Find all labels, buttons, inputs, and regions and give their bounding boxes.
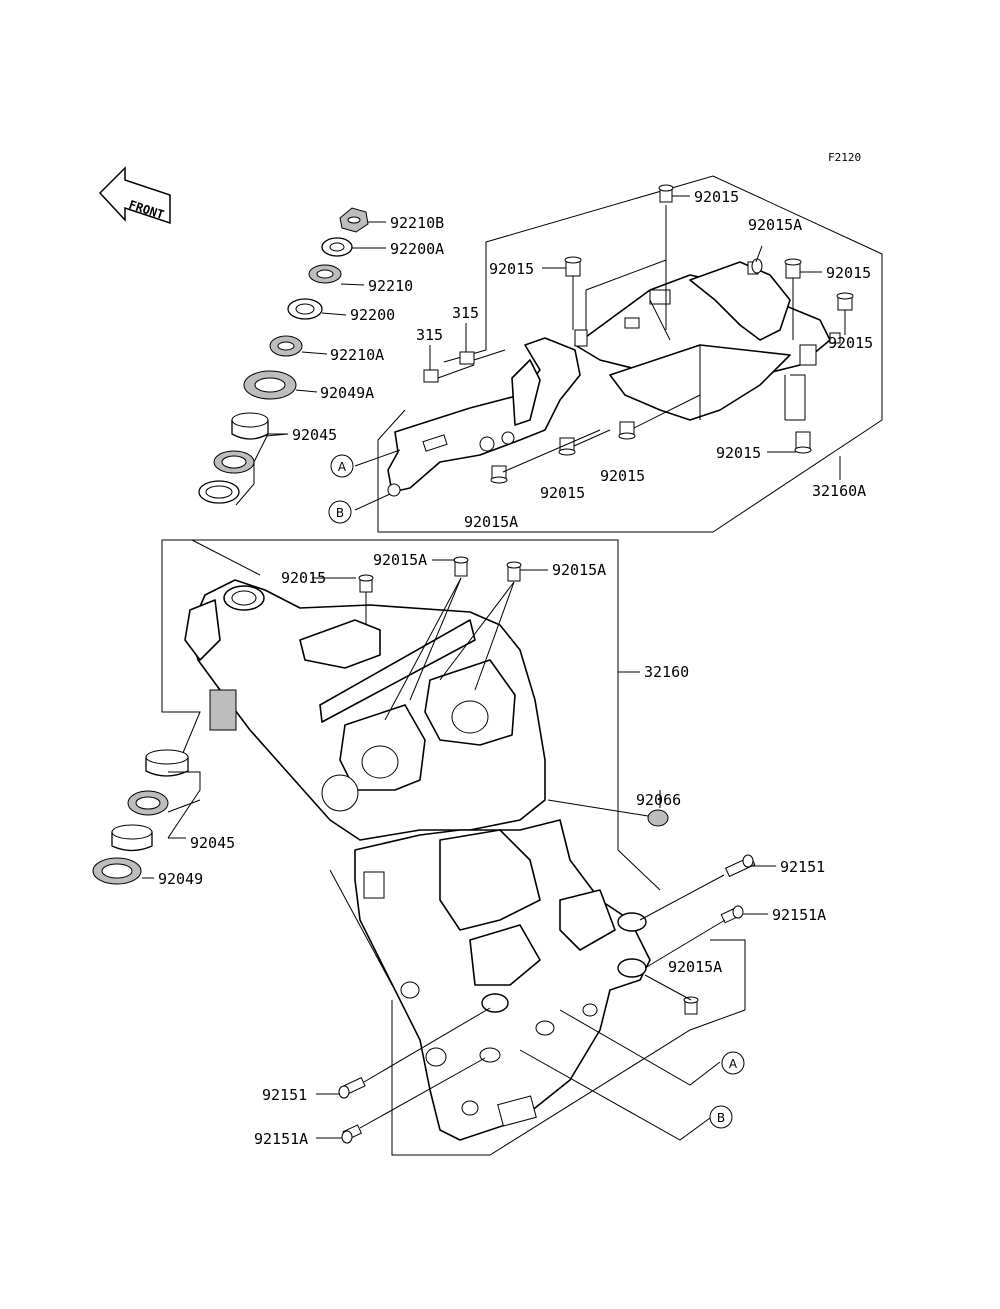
label-92015-right1: 92015 xyxy=(826,264,871,282)
nut-92210-part xyxy=(308,264,342,284)
label-92151-left: 92151 xyxy=(262,1086,307,1104)
nut-92210B-part xyxy=(339,207,369,233)
label-92151-right: 92151 xyxy=(780,858,825,876)
washer-92200-part xyxy=(287,298,323,320)
label-92015-right3: 92015 xyxy=(716,444,761,462)
label-92015-right2: 92015 xyxy=(828,334,873,352)
ref-a-lower-text: A xyxy=(729,1057,738,1071)
bearing-cup-bottom-part xyxy=(111,824,153,852)
bolt-icon xyxy=(490,465,508,484)
nut-92210A-part xyxy=(269,335,303,357)
label-315-upper: 315 xyxy=(452,304,479,322)
bolt-icon xyxy=(747,258,763,275)
bolt-icon xyxy=(836,292,854,311)
label-92015-mid2: 92015 xyxy=(540,484,585,502)
nut-315-upper-icon xyxy=(459,351,475,365)
bearing-bottom-part xyxy=(127,790,169,816)
bolt-icon xyxy=(794,431,812,454)
bearing-race-top-part xyxy=(231,412,269,440)
washer-92200A-part xyxy=(321,237,353,257)
nut-315-lower-icon xyxy=(423,369,439,383)
bolt-92151A-left-icon xyxy=(341,1124,363,1144)
label-92015A-top: 92015A xyxy=(748,216,802,234)
diagram-code: F2120 xyxy=(828,151,861,164)
label-92015A-frame2: 92015A xyxy=(552,561,606,579)
label-92200A: 92200A xyxy=(390,240,444,258)
frame-bolts xyxy=(338,556,756,1144)
label-92049A: 92049A xyxy=(320,384,374,402)
label-92015-frame: 92015 xyxy=(281,569,326,587)
label-92151A-right: 92151A xyxy=(772,906,826,924)
ref-b-lower: B xyxy=(709,1105,733,1129)
label-92045-bottom: 92045 xyxy=(190,834,235,852)
bolt-icon xyxy=(784,258,802,279)
front-arrow-icon: FRONT xyxy=(98,166,171,225)
bolt-icon xyxy=(564,256,582,277)
subframe-leaders xyxy=(354,195,846,511)
label-315-lower: 315 xyxy=(416,326,443,344)
seal-92049-part xyxy=(92,857,142,885)
ref-a-upper: A xyxy=(330,454,354,478)
label-92015A-frame1: 92015A xyxy=(373,551,427,569)
label-92066: 92066 xyxy=(636,791,681,809)
bearing-top-part xyxy=(213,450,255,474)
ref-a-lower: A xyxy=(721,1051,745,1075)
ref-b-lower-text: B xyxy=(717,1111,725,1125)
label-92015-mid: 92015 xyxy=(600,467,645,485)
bolt-icon xyxy=(658,184,674,203)
label-92015A-right: 92015A xyxy=(668,958,722,976)
bolt-icon xyxy=(506,561,522,582)
bearing-cup-top-part xyxy=(198,480,240,504)
label-92200: 92200 xyxy=(350,306,395,324)
bolt-icon xyxy=(453,556,469,577)
mainframe-leaders xyxy=(142,559,776,1141)
bolt-icon xyxy=(558,437,576,456)
label-92049: 92049 xyxy=(158,870,203,888)
label-92015-top: 92015 xyxy=(694,188,739,206)
label-92151A-left: 92151A xyxy=(254,1130,308,1148)
bolt-92151-right-icon xyxy=(724,854,756,878)
label-92210B: 92210B xyxy=(390,214,444,232)
label-92015A-sub: 92015A xyxy=(464,513,518,531)
label-32160: 32160 xyxy=(644,663,689,681)
label-92045-top: 92045 xyxy=(292,426,337,444)
bolt-92151A-right-icon xyxy=(720,905,744,924)
seal-92049A-part xyxy=(243,370,297,400)
subframe-part xyxy=(387,261,841,497)
label-92210: 92210 xyxy=(368,277,413,295)
bolt-icon xyxy=(618,421,636,440)
ref-b-upper: B xyxy=(328,500,352,524)
cap-92066-icon xyxy=(647,809,669,827)
label-32160A: 32160A xyxy=(812,482,866,500)
mainframe-boundary xyxy=(162,539,746,1156)
ref-b-upper-text: B xyxy=(336,506,344,520)
label-92210A: 92210A xyxy=(330,346,384,364)
label-92015-left: 92015 xyxy=(489,260,534,278)
bearing-race-bottom-part xyxy=(145,749,189,777)
ref-a-upper-text: A xyxy=(338,460,347,474)
bolt-icon xyxy=(358,574,374,593)
bolt-92151-left-icon xyxy=(338,1077,366,1099)
mainframe-part xyxy=(184,579,651,1141)
